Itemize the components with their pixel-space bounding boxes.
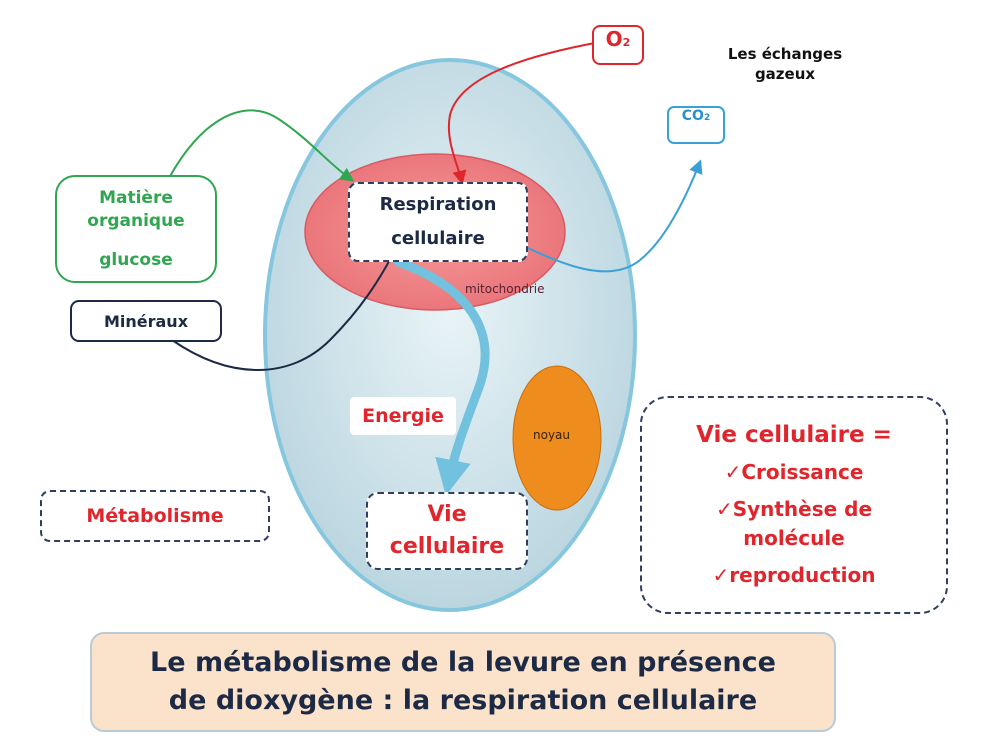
metabolism-box: Métabolisme [40,490,270,542]
organic-line3: glucose [99,249,173,270]
respiration-line2: cellulaire [391,228,485,249]
gas-exchange-label: Les échanges gazeux [720,44,850,84]
gas-exchange-line2: gazeux [754,65,816,83]
arrow-energy [393,257,490,496]
organic-line2: organique [87,210,185,231]
energy-label: Energie [362,405,444,427]
arrow-respiration-to-co2 [507,159,703,273]
vie-list-item-2a: ✓Synthèse de [715,496,873,521]
vie-list-item-1: ✓Croissance [724,459,864,484]
gas-exchange-line1: Les échanges [727,45,843,63]
mitochondria-label: mitochondrie [465,282,545,296]
metabolism-label: Métabolisme [86,505,224,527]
vie-list-item-3: ✓reproduction [712,562,876,587]
arrow-o2-to-respiration [447,41,601,185]
minerals-label: Minéraux [103,311,189,331]
arrow-minerals-to-respiration [171,247,397,371]
vie-line1: Vie [427,502,467,527]
vie-line2: cellulaire [389,534,505,559]
minerals-box: Minéraux [70,300,222,342]
title-banner: Le métabolisme de la levure en présence … [90,632,836,732]
arrow-organic-to-respiration [167,109,355,182]
organic-line1: Matière [99,187,173,208]
vie-cellulaire-list-box: Vie cellulaire = ✓Croissance ✓Synthèse d… [640,396,948,614]
vie-list-item-2b: molécule [743,525,845,550]
vie-list-heading: Vie cellulaire = [696,421,892,448]
o2-label: O [605,27,623,51]
respiration-line1: Respiration [379,194,497,215]
organic-matter-box: Matière organique glucose [55,175,217,283]
nucleus-label: noyau [533,428,571,442]
title-line1: Le métabolisme de la levure en présence [150,647,776,678]
nucleus-shape [512,365,602,511]
co2-label: CO [681,108,704,124]
title-line2: de dioxygène : la respiration cellulaire [168,685,758,716]
vie-cellulaire-box: Vie cellulaire [366,492,528,570]
energy-label-box: Energie [350,397,456,435]
o2-subscript: 2 [622,36,631,49]
respiration-box: Respiration cellulaire [348,182,528,262]
co2-subscript: 2 [703,113,711,123]
